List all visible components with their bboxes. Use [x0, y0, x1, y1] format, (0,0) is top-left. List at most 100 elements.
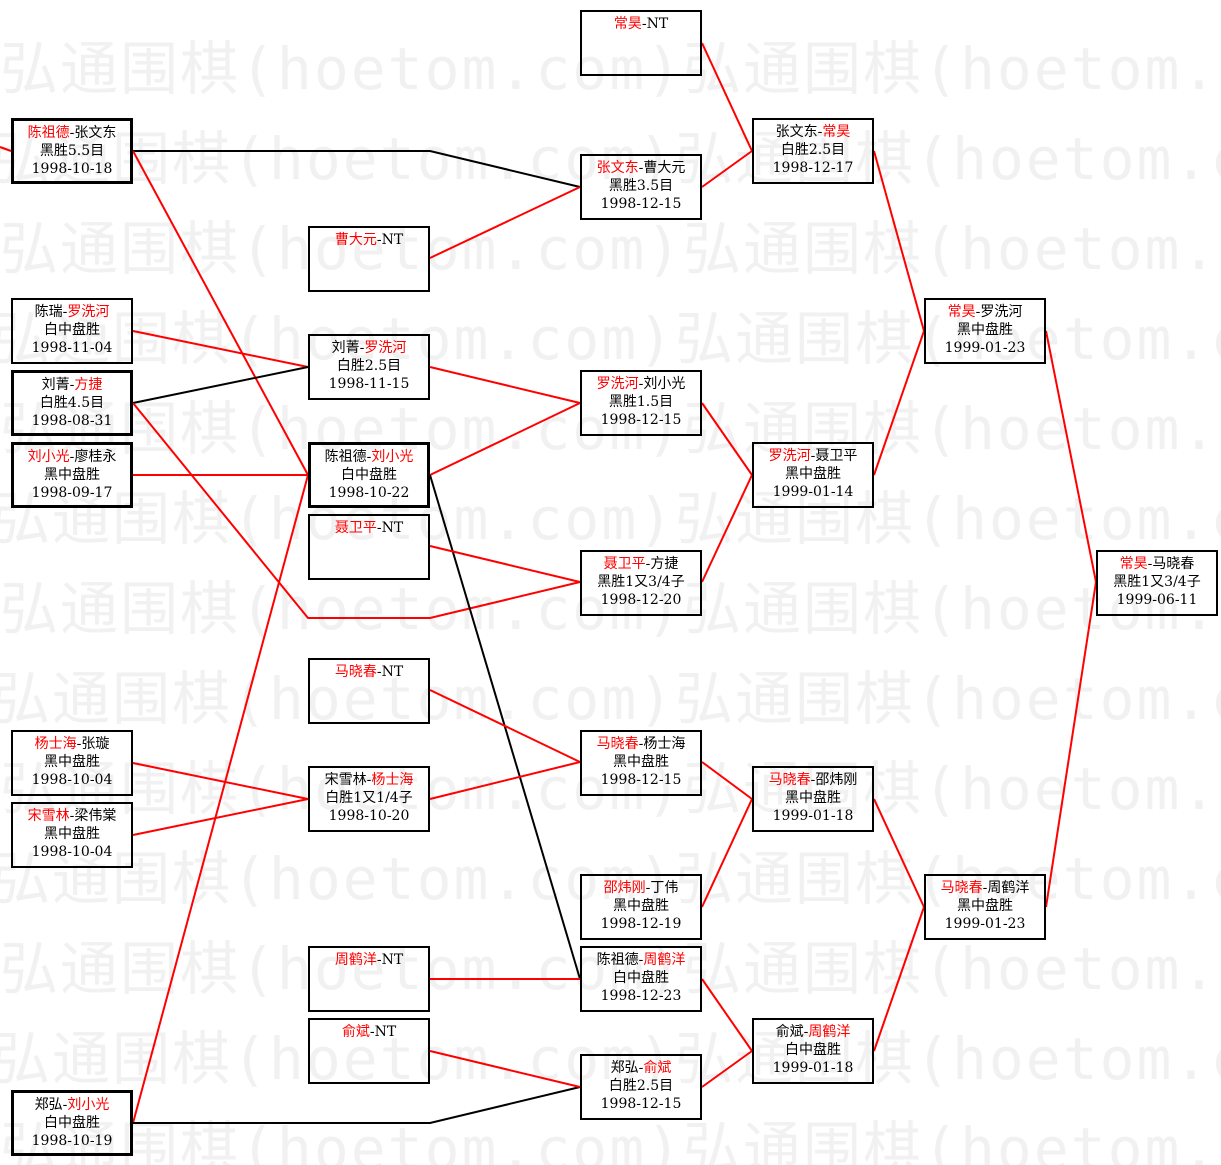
- match-box-r3-chen-zhou: 陈祖德-周鹤洋白中盘胜 1998-12-23: [580, 946, 702, 1012]
- player-black: 张文东: [775, 124, 818, 140]
- match-result: 黑中盘胜: [613, 754, 669, 770]
- match-players: 郑弘-俞斌: [611, 1059, 672, 1077]
- player-black: 宋雪林: [27, 808, 70, 824]
- match-date: 1998-10-22: [328, 485, 410, 501]
- player-white: 曹大元: [643, 160, 686, 176]
- player-black: 马晓春: [596, 736, 639, 752]
- player-separator: -: [803, 1024, 809, 1040]
- player-white: 刘小光: [67, 1097, 110, 1113]
- player-separator: -: [376, 520, 382, 536]
- match-date: 1998-10-04: [31, 844, 113, 860]
- player-separator: -: [69, 125, 75, 141]
- player-separator: -: [69, 449, 75, 465]
- connector-line: [429, 366, 581, 404]
- match-date: 1998-10-19: [31, 1133, 113, 1149]
- match-players: 刘菁-罗洗河: [332, 339, 407, 357]
- connector-line: [133, 150, 581, 188]
- player-white: 罗洗河: [980, 304, 1023, 320]
- player-black: 聂卫平: [603, 556, 646, 572]
- player-black: 陈祖德: [27, 125, 70, 141]
- connector-line: [873, 150, 925, 332]
- player-black: 刘菁: [331, 340, 360, 356]
- player-black: 常昊: [613, 16, 642, 32]
- player-separator: -: [62, 304, 68, 320]
- player-separator: -: [645, 880, 651, 896]
- player-separator: -: [366, 772, 372, 788]
- connector-line: [132, 402, 581, 619]
- player-white: 周鹤洋: [643, 952, 686, 968]
- connector-line: [429, 689, 581, 763]
- match-players: 聂卫平-方捷: [604, 555, 679, 573]
- match-result: 黑胜1.5目: [608, 394, 674, 410]
- connector-line: [701, 402, 753, 476]
- player-black: 马晓春: [768, 772, 811, 788]
- match-players: 杨士海-张璇: [35, 735, 110, 753]
- player-black: 陈瑞: [34, 304, 63, 320]
- match-result: 白胜2.5目: [336, 358, 402, 374]
- player-white: 马晓春: [1152, 556, 1195, 572]
- match-result: 黑中盘胜: [785, 790, 841, 806]
- player-black: 张文东: [596, 160, 639, 176]
- connector-line: [701, 798, 753, 908]
- player-separator: -: [69, 808, 75, 824]
- connector-line: [132, 474, 309, 1124]
- match-result: 白中盘胜: [613, 970, 669, 986]
- match-box-r2-liu-luo: 刘菁-罗洗河白胜2.5目 1998-11-15: [308, 334, 430, 400]
- player-white: 罗洗河: [364, 340, 407, 356]
- match-date: 1998-12-15: [600, 1096, 682, 1112]
- match-date: 1998-09-17: [31, 485, 113, 501]
- connector-line: [132, 366, 309, 404]
- player-white: 张文东: [74, 125, 117, 141]
- match-result: 白中盘胜: [44, 1115, 100, 1131]
- player-white: 罗洗河: [67, 304, 110, 320]
- match-players: 陈瑞-罗洗河: [35, 303, 110, 321]
- match-result: 黑中盘胜: [44, 754, 100, 770]
- player-separator: -: [376, 664, 382, 680]
- match-result: 白中盘胜: [341, 467, 397, 483]
- player-black: 郑弘: [610, 1060, 639, 1076]
- player-white: NT: [381, 520, 404, 536]
- match-players: 陈祖德-周鹤洋: [597, 951, 686, 969]
- match-box-r2-zhou-nt: 周鹤洋-NT: [308, 946, 430, 1012]
- match-players: 常昊-NT: [614, 15, 668, 33]
- connector-line: [701, 42, 753, 152]
- connector-line: [873, 798, 925, 908]
- match-box-r2-yu-nt: 俞斌-NT: [308, 1018, 430, 1084]
- connector-line: [132, 762, 309, 800]
- player-separator: -: [638, 376, 644, 392]
- player-black: 罗洗河: [596, 376, 639, 392]
- match-box-r2-ma-nt: 马晓春-NT: [308, 658, 430, 724]
- match-date: 1999-01-18: [772, 808, 854, 824]
- player-black: 宋雪林: [324, 772, 367, 788]
- connector-line: [429, 545, 581, 583]
- player-separator: -: [641, 16, 647, 32]
- player-white: 俞斌: [643, 1060, 672, 1076]
- match-date: 1998-11-15: [328, 376, 410, 392]
- player-white: 刘小光: [371, 449, 414, 465]
- match-players: 宋雪林-梁伟棠: [28, 807, 117, 825]
- connector-line: [132, 150, 309, 476]
- match-date: 1998-08-31: [31, 413, 113, 429]
- match-box-r3-chang-nt: 常昊-NT: [580, 10, 702, 76]
- player-separator: -: [638, 160, 644, 176]
- match-box-r2-cao-nt: 曹大元-NT: [308, 226, 430, 292]
- match-players: 马晓春-邵炜刚: [769, 771, 858, 789]
- connector-line: [429, 1050, 581, 1088]
- match-players: 陈祖德-刘小光: [325, 448, 414, 466]
- match-date: 1998-10-18: [31, 161, 113, 177]
- player-black: 陈祖德: [596, 952, 639, 968]
- match-result: 黑中盘胜: [785, 466, 841, 482]
- match-players: 常昊-罗洗河: [948, 303, 1023, 321]
- player-black: 周鹤洋: [334, 952, 377, 968]
- connector-line: [0, 146, 12, 152]
- match-date: 1998-12-23: [600, 988, 682, 1004]
- connector-line: [701, 150, 753, 188]
